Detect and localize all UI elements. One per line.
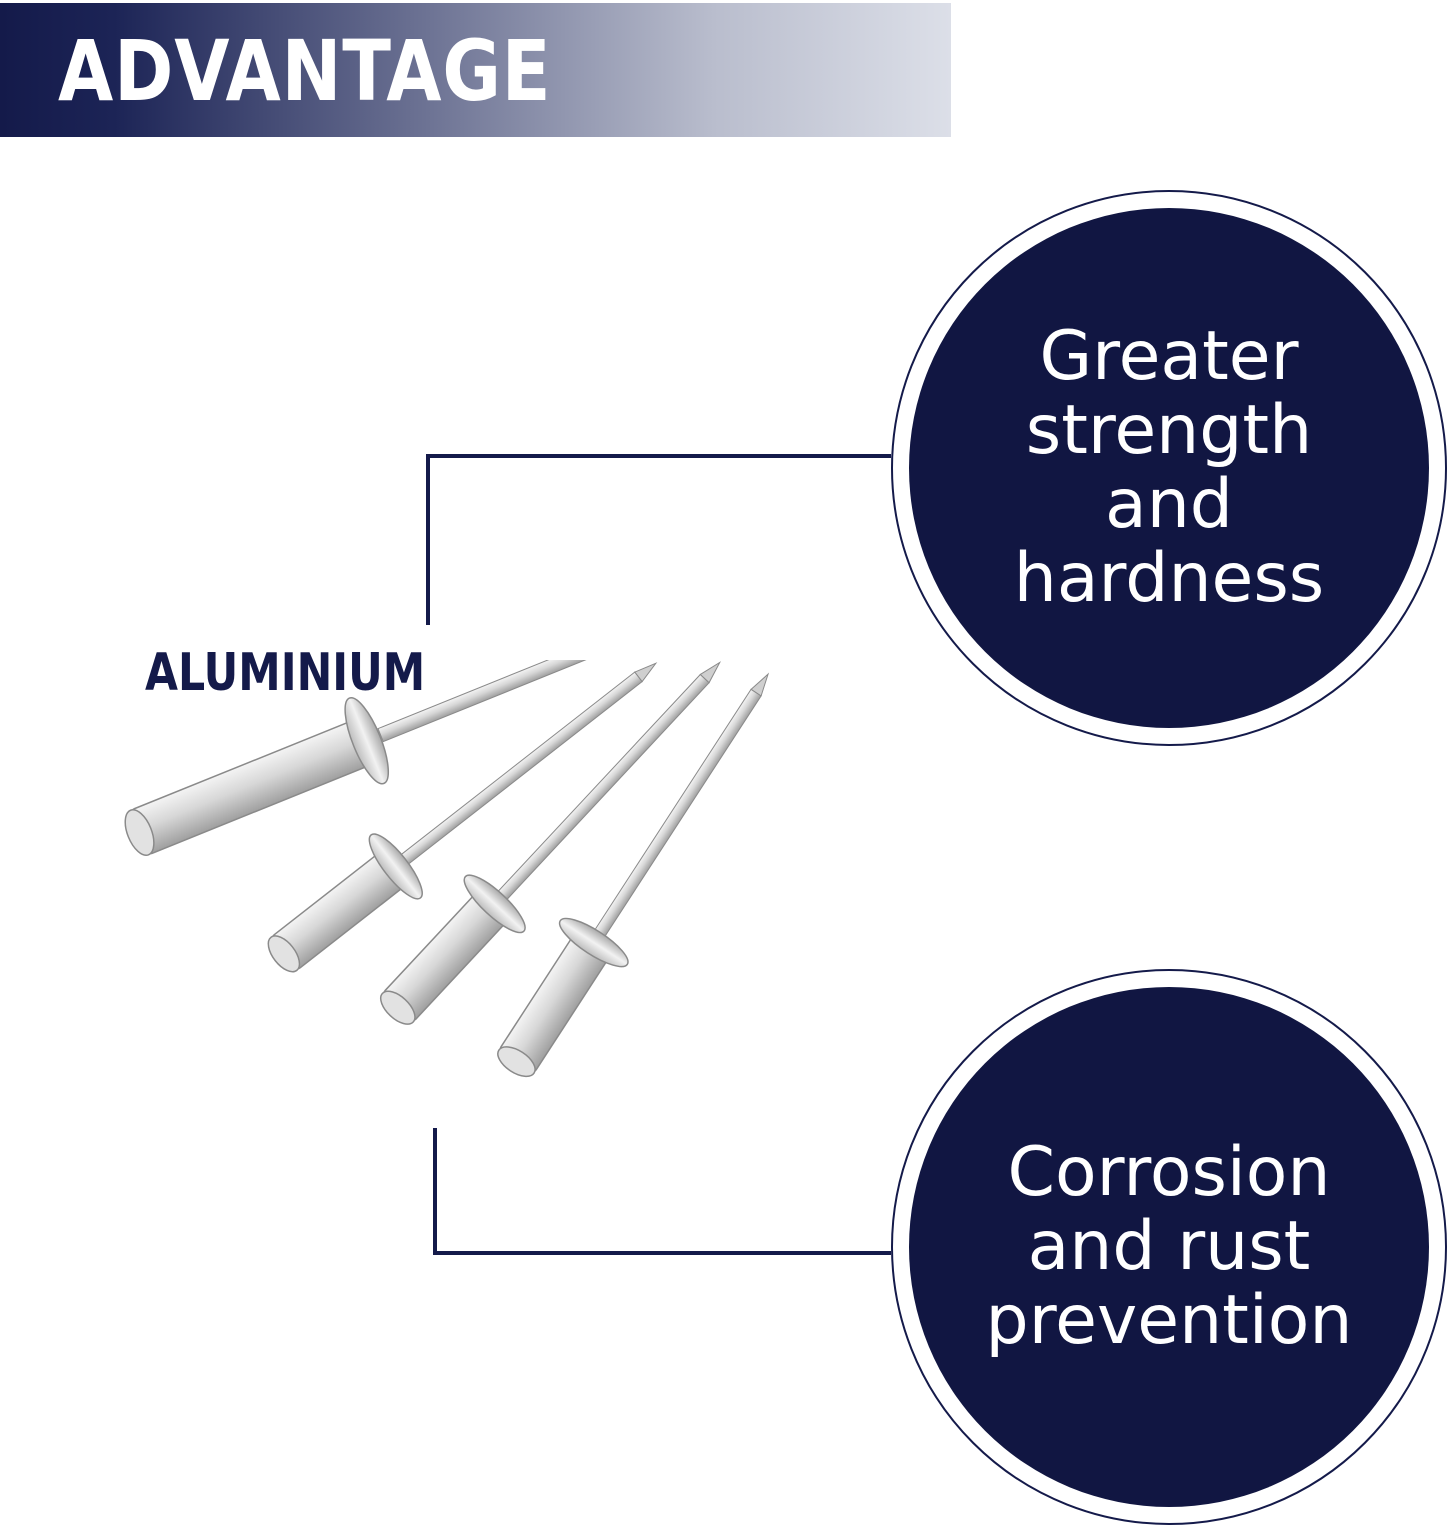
material-label: ALUMINIUM — [145, 643, 426, 703]
feature-badge-corrosion: Corrosion and rust prevention — [891, 969, 1447, 1525]
rivets-illustration — [124, 660, 770, 1078]
rivet-1 — [124, 660, 695, 856]
rivet-2 — [267, 662, 658, 973]
connector-line-top — [426, 454, 891, 625]
feature-text-corrosion: Corrosion and rust prevention — [985, 1133, 1353, 1360]
page-title: ADVANTAGE — [58, 22, 552, 120]
feature-badge-fill: Greater strength and hardness — [909, 208, 1429, 728]
rivet-3 — [379, 661, 722, 1025]
feature-text-strength: Greater strength and hardness — [1013, 317, 1325, 618]
connector-line-bottom — [433, 1128, 891, 1255]
rivet-4 — [497, 672, 770, 1078]
header-banner: ADVANTAGE — [0, 3, 951, 137]
feature-badge-strength: Greater strength and hardness — [891, 190, 1447, 746]
feature-badge-fill: Corrosion and rust prevention — [909, 987, 1429, 1507]
